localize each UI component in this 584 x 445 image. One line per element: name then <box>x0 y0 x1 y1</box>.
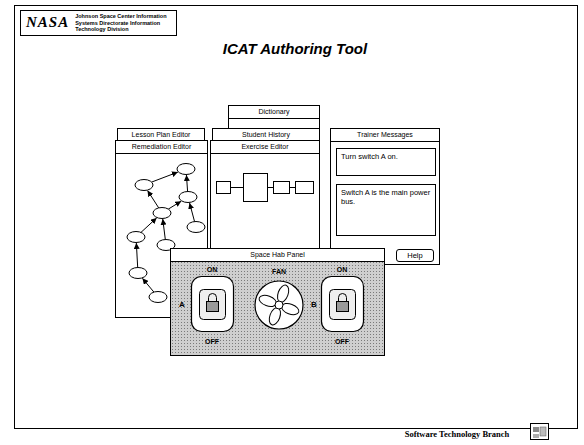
graph-node <box>127 232 145 243</box>
graph-node <box>177 164 195 175</box>
switch-name: B <box>311 300 317 309</box>
graph-node <box>129 268 147 279</box>
graph-node <box>153 208 171 219</box>
header-box: NASA Johnson Space Center Information Sys… <box>20 10 177 36</box>
graph-arrow <box>163 219 166 240</box>
flow-box <box>244 174 268 202</box>
graph-arrow <box>152 172 178 182</box>
flow-box <box>296 182 314 194</box>
message-text: Switch A is the main power bus. <box>337 185 435 209</box>
flow-box <box>217 182 231 194</box>
toggle-switch <box>192 277 234 332</box>
branch-logo <box>531 424 549 440</box>
switch-state: ON <box>337 266 348 273</box>
window-title: Remediation Editor <box>116 141 207 154</box>
graph-node <box>135 180 153 191</box>
toggle-switch <box>322 277 364 332</box>
flow-line <box>231 187 296 188</box>
graph-arrow <box>168 201 181 209</box>
graph-node <box>149 292 167 303</box>
message-text: Turn switch A on. <box>337 149 435 164</box>
graph-arrow <box>148 191 159 208</box>
slide-title: ICAT Authoring Tool <box>223 40 367 57</box>
help-button: Help <box>396 249 434 262</box>
graph-node <box>179 192 197 203</box>
panel-illustration <box>171 249 384 355</box>
button-label: Help <box>407 251 422 260</box>
organization-name: Johnson Space Center Information Systems… <box>75 13 171 33</box>
panel-window: Space Hab Panel ON A OFF FAN ON B OFF <box>170 248 385 356</box>
window-title: Exercise Editor <box>211 141 319 154</box>
graph-arrow <box>190 203 195 222</box>
switch-name: A <box>179 300 185 309</box>
switch-state: OFF <box>335 338 349 345</box>
nasa-logo: NASA <box>26 14 69 31</box>
window-title: Trainer Messages <box>331 129 439 142</box>
graph-arrow <box>142 278 154 292</box>
switch-state: ON <box>207 266 218 273</box>
message-box: Switch A is the main power bus. <box>336 184 436 236</box>
graph-arrow <box>141 218 157 232</box>
slide-border <box>15 6 578 429</box>
window-title: Space Hab Panel <box>171 249 384 262</box>
window: Trainer MessagesTurn switch A on. Switch … <box>330 128 440 265</box>
message-box: Turn switch A on. <box>336 148 436 176</box>
switch-state: OFF <box>205 338 219 345</box>
flow-box <box>274 182 290 194</box>
graph-arrow <box>186 175 187 192</box>
branch-name: Software Technology Branch <box>405 429 510 439</box>
fan-symbol <box>255 281 303 329</box>
graph-arrow <box>136 243 137 268</box>
fan-label: FAN <box>272 268 286 275</box>
graph-node <box>187 222 205 233</box>
window-title: Dictionary <box>229 106 319 119</box>
